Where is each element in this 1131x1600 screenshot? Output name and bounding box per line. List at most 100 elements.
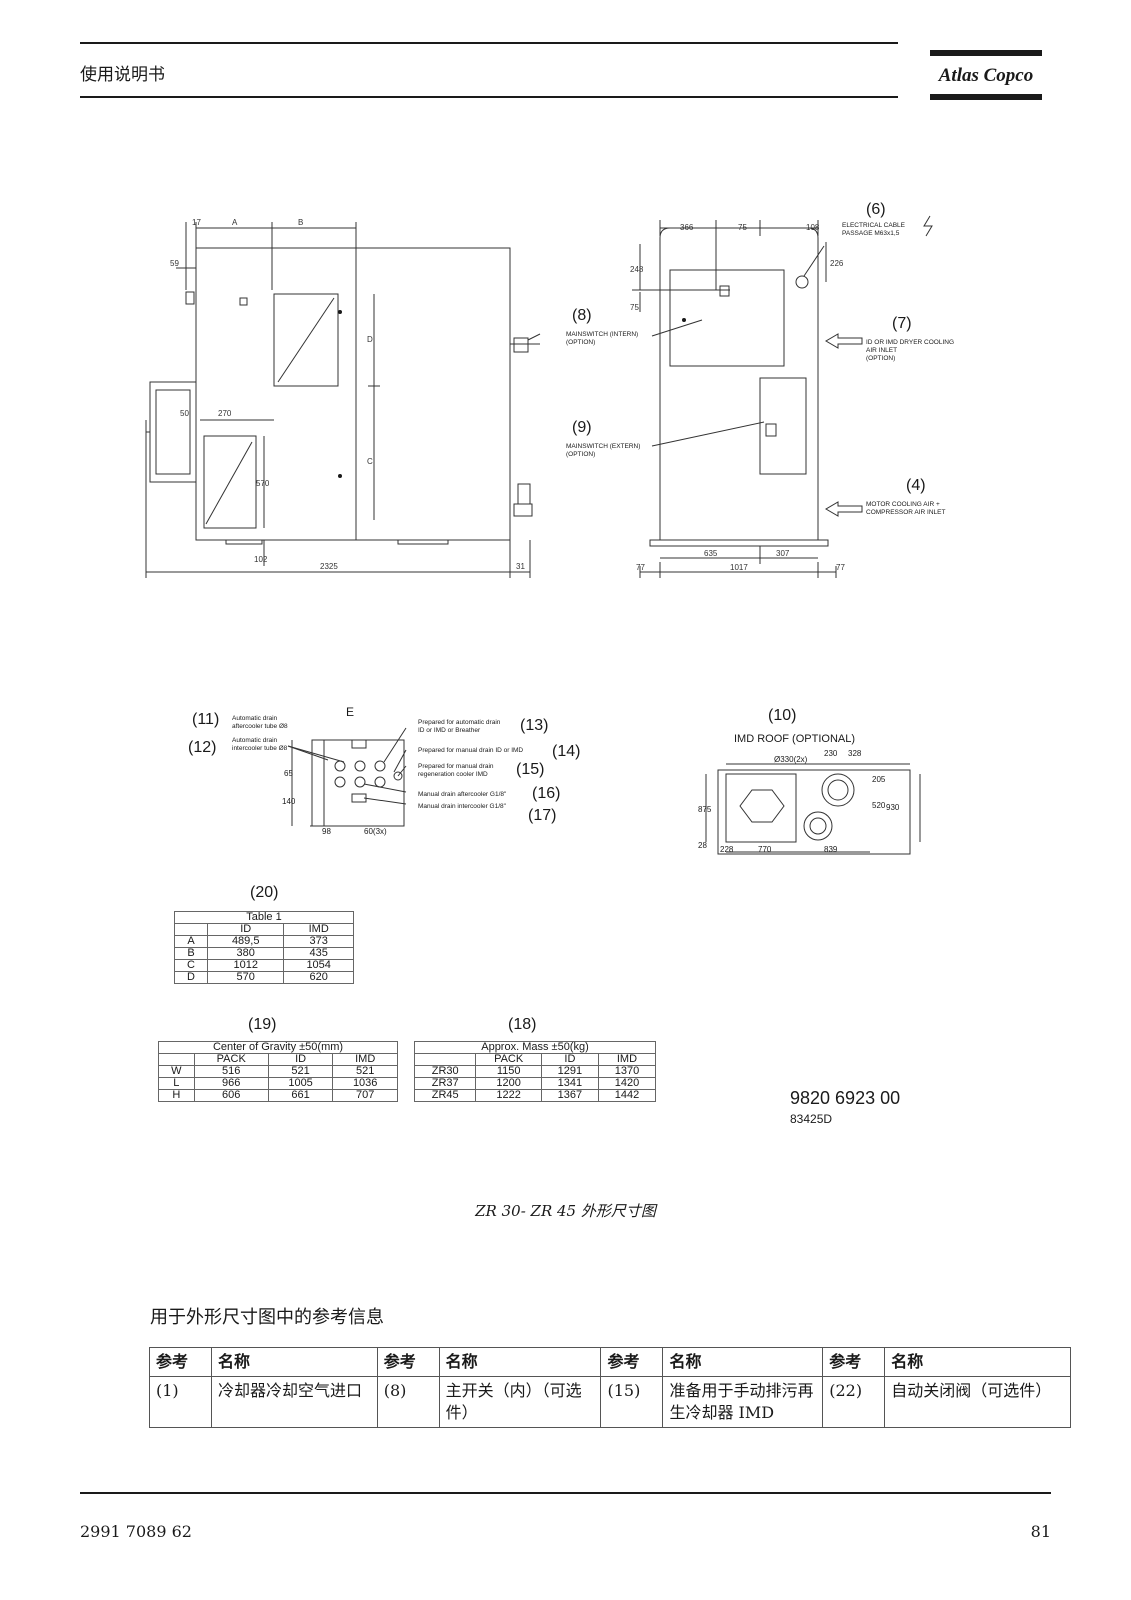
svg-text:ID or IMD or Breather: ID or IMD or Breather — [418, 727, 481, 734]
table1-title: Table 1 — [174, 911, 354, 924]
mass-callout: (18) — [508, 1016, 537, 1033]
svg-text:98: 98 — [322, 827, 331, 836]
svg-text:2325: 2325 — [320, 562, 338, 571]
svg-text:(9): (9) — [572, 419, 592, 436]
svg-text:Ø330(2x): Ø330(2x) — [774, 755, 808, 764]
svg-text:230: 230 — [824, 749, 838, 758]
svg-text:28: 28 — [698, 841, 707, 850]
svg-text:B: B — [298, 218, 303, 227]
svg-text:(14): (14) — [552, 743, 580, 760]
svg-text:140: 140 — [282, 797, 296, 806]
svg-text:Prepared for manual drain: Prepared for manual drain — [418, 763, 494, 770]
svg-text:C: C — [367, 457, 373, 466]
svg-text:IMD ROOF (OPTIONAL): IMD ROOF (OPTIONAL) — [734, 733, 855, 745]
svg-text:(8): (8) — [572, 307, 592, 324]
svg-text:50: 50 — [180, 409, 189, 418]
svg-text:930: 930 — [886, 803, 900, 812]
svg-text:59: 59 — [170, 259, 179, 268]
svg-text:520: 520 — [872, 801, 886, 810]
header-rule-bottom — [80, 96, 898, 98]
svg-text:(OPTION): (OPTION) — [566, 451, 595, 458]
drawing-number: 9820 6923 00 — [790, 1088, 901, 1108]
svg-text:108: 108 — [806, 223, 820, 232]
page-number: 81 — [1030, 1522, 1051, 1541]
svg-text:(17): (17) — [528, 807, 556, 824]
svg-text:E: E — [346, 705, 354, 719]
svg-text:MAINSWITCH (INTERN): MAINSWITCH (INTERN) — [566, 331, 638, 338]
mass-title: Approx. Mass ±50(kg) — [414, 1041, 656, 1054]
svg-text:77: 77 — [636, 563, 645, 572]
svg-text:Prepared for manual drain ID o: Prepared for manual drain ID or IMD — [418, 747, 523, 754]
doc-number: 2991 7089 62 — [80, 1522, 192, 1541]
svg-text:MAINSWITCH (EXTERN): MAINSWITCH (EXTERN) — [566, 443, 640, 450]
svg-text:Automatic drain: Automatic drain — [232, 715, 278, 722]
svg-text:regeneration cooler IMD: regeneration cooler IMD — [418, 771, 488, 778]
svg-text:A: A — [232, 218, 238, 227]
svg-text:MOTOR COOLING AIR +: MOTOR COOLING AIR + — [866, 501, 940, 508]
svg-text:ELECTRICAL CABLE: ELECTRICAL CABLE — [842, 222, 906, 229]
svg-text:COMPRESSOR AIR INLET: COMPRESSOR AIR INLET — [866, 509, 945, 516]
svg-text:307: 307 — [776, 549, 790, 558]
cog-title: Center of Gravity ±50(mm) — [158, 1041, 398, 1054]
cog-callout: (19) — [248, 1016, 277, 1033]
drawing-sub-number: 83425D — [790, 1112, 833, 1126]
svg-text:(11): (11) — [192, 711, 219, 728]
table-row: (1) 冷却器冷却空气进口 (8) 主开关（内）（可选件） (15) 准备用于手… — [149, 1376, 1071, 1428]
svg-text:839: 839 — [824, 845, 838, 854]
svg-text:(10): (10) — [768, 707, 796, 724]
svg-text:205: 205 — [872, 775, 886, 784]
svg-text:(16): (16) — [532, 785, 560, 802]
svg-text:intercooler tube Ø8: intercooler tube Ø8 — [232, 745, 288, 752]
svg-text:(6): (6) — [866, 201, 886, 218]
svg-text:Prepared for automatic drain: Prepared for automatic drain — [418, 719, 501, 726]
svg-text:102: 102 — [254, 555, 268, 564]
svg-text:270: 270 — [218, 409, 232, 418]
header-title: 使用说明书 — [80, 65, 165, 85]
svg-text:60(3x): 60(3x) — [364, 827, 387, 836]
dimension-drawing: 17 A B 59 50 270 570 102 2325 31 D C 366… — [145, 201, 954, 578]
svg-text:31: 31 — [516, 562, 525, 571]
svg-text:570: 570 — [256, 479, 270, 488]
svg-text:ID OR IMD DRYER COOLING: ID OR IMD DRYER COOLING — [866, 339, 954, 346]
svg-text:D: D — [367, 335, 373, 344]
svg-text:AIR INLET: AIR INLET — [866, 347, 897, 354]
svg-text:17: 17 — [192, 218, 201, 227]
svg-text:226: 226 — [830, 259, 844, 268]
svg-text:1017: 1017 — [730, 563, 748, 572]
svg-text:(7): (7) — [892, 315, 912, 332]
svg-text:75: 75 — [630, 303, 639, 312]
svg-text:(4): (4) — [906, 477, 926, 494]
svg-text:Automatic drain: Automatic drain — [232, 737, 278, 744]
header-rule-top — [80, 42, 898, 44]
svg-text:Manual drain intercooler G1/8": Manual drain intercooler G1/8" — [418, 803, 507, 810]
svg-text:(OPTION): (OPTION) — [866, 355, 895, 362]
svg-text:(13): (13) — [520, 717, 548, 734]
footer-rule — [80, 1492, 1051, 1494]
svg-text:875: 875 — [698, 805, 712, 814]
svg-text:366: 366 — [680, 223, 694, 232]
svg-text:635: 635 — [704, 549, 718, 558]
table1-callout: (20) — [250, 884, 279, 901]
svg-text:65: 65 — [284, 769, 293, 778]
atlas-copco-logo: Atlas Copco — [930, 50, 1042, 100]
svg-text:(15): (15) — [516, 761, 544, 778]
detail-e-drawing: (11) Automatic drain aftercooler tube Ø8… — [188, 705, 580, 836]
svg-text:PASSAGE M63x1,5: PASSAGE M63x1,5 — [842, 230, 900, 237]
imd-roof-drawing: (10) IMD ROOF (OPTIONAL) Ø330(2x) 230 32… — [698, 707, 921, 855]
reference-table: 参考 名称 参考 名称 参考 名称 参考 名称 (1) 冷却器冷却空气进口 (8… — [149, 1347, 1071, 1428]
svg-text:aftercooler tube Ø8: aftercooler tube Ø8 — [232, 723, 288, 730]
svg-text:Manual drain aftercooler G1/8": Manual drain aftercooler G1/8" — [418, 791, 507, 798]
svg-text:(12): (12) — [188, 739, 216, 756]
svg-text:(OPTION): (OPTION) — [566, 339, 595, 346]
